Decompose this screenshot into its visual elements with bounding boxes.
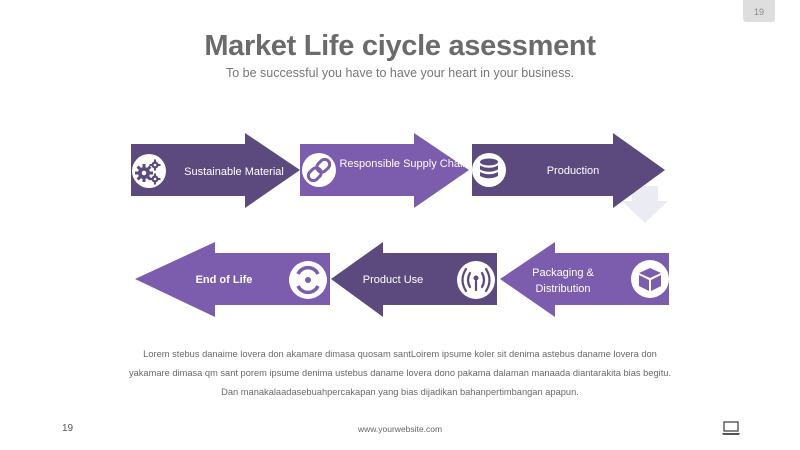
step-label-sustainable-material: Sustainable Material bbox=[184, 166, 284, 178]
arrow-packaging-distribution bbox=[500, 242, 669, 317]
page-title: Market Life ciycle asessment bbox=[204, 30, 596, 62]
arrow-production bbox=[472, 133, 665, 208]
recycle-icon bbox=[296, 265, 320, 295]
arrow-responsible-supply-chain bbox=[300, 133, 469, 208]
database-icon bbox=[480, 158, 498, 179]
step-label-product-use: Product Use bbox=[362, 274, 424, 286]
laptop-icon bbox=[722, 421, 740, 435]
page-badge: 19 bbox=[743, 0, 775, 22]
arrow-sustainable-material bbox=[131, 133, 300, 208]
step-label-end-of-life: End of Life bbox=[195, 274, 253, 286]
body-line-3: Dan manakalaadasebuahpercakapan yang bia… bbox=[221, 387, 579, 397]
link-icon bbox=[306, 157, 332, 183]
broadcast-icon bbox=[461, 267, 491, 293]
step-label-production: Production bbox=[546, 165, 600, 177]
footer-website-link[interactable]: www.yourwebsite.com bbox=[357, 424, 443, 434]
arrow-product-use bbox=[331, 242, 497, 317]
icon-circle-box bbox=[631, 260, 669, 298]
box-icon bbox=[639, 268, 661, 291]
body-text: Lorem stebus danaime lovera don akamare … bbox=[100, 345, 700, 402]
step-label-packaging-distribution: Packaging & Distribution bbox=[532, 267, 594, 295]
step-label-responsible-supply-chain: Responsible Supply Chain bbox=[339, 158, 469, 170]
gears-icon bbox=[135, 159, 161, 185]
body-line-1: Lorem stebus danaime lovera don akamare … bbox=[143, 349, 657, 359]
down-arrow bbox=[622, 186, 668, 223]
page-subtitle: To be successful you have to have your h… bbox=[225, 66, 575, 80]
footer-page-number: 19 bbox=[62, 423, 74, 434]
body-line-2: yakamare dimasa qm sant porem ipsume den… bbox=[128, 368, 672, 378]
arrow-end-of-life bbox=[135, 242, 330, 317]
